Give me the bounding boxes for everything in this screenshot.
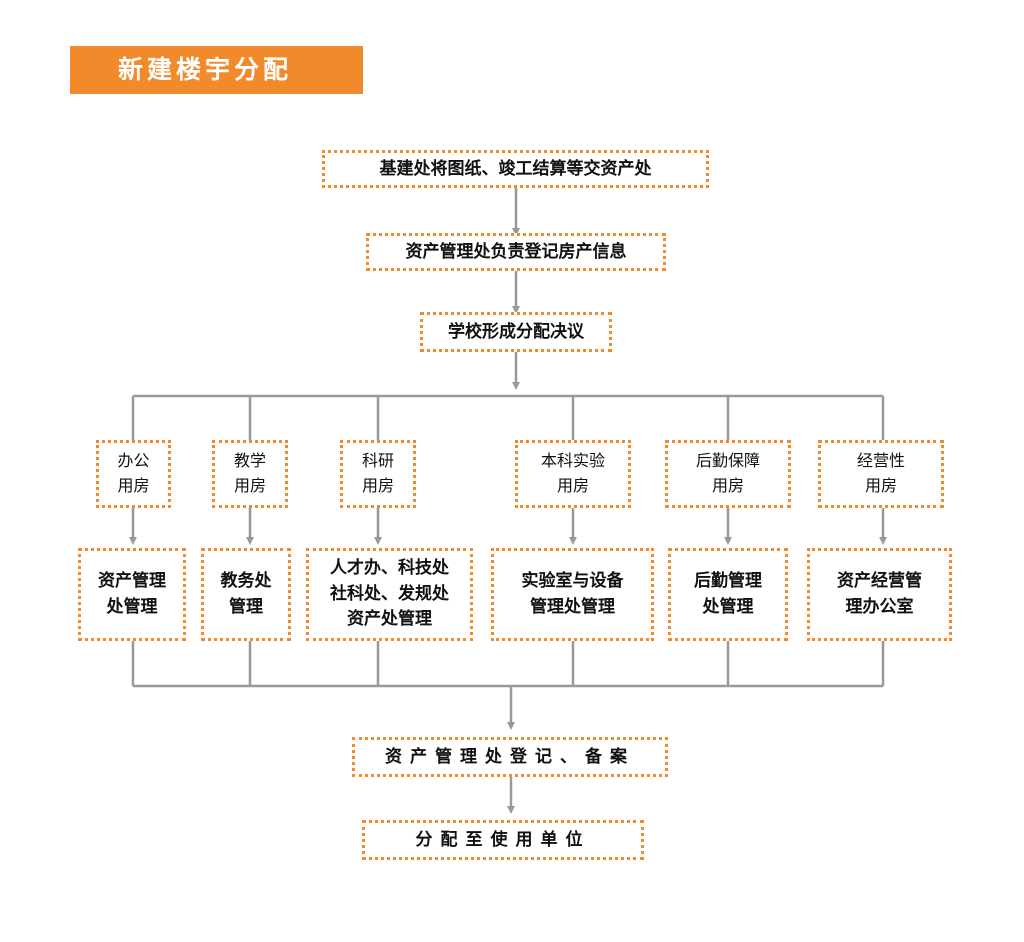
manager-teaching-label: 教务处 管理	[220, 571, 272, 617]
category-research: 科研 用房	[340, 440, 416, 508]
step-handover: 基建处将图纸、竣工结算等交资产处	[322, 150, 709, 188]
step-register-info: 资产管理处负责登记房产信息	[366, 233, 666, 271]
category-commercial: 经营性 用房	[818, 440, 944, 508]
step-decision: 学校形成分配决议	[420, 312, 612, 352]
manager-commercial-label: 资产经营管 理办公室	[837, 571, 922, 617]
category-teaching: 教学 用房	[212, 440, 288, 508]
manager-logistics: 后勤管理 处管理	[668, 548, 788, 641]
category-logistics: 后勤保障 用房	[665, 440, 791, 508]
category-research-label: 科研 用房	[361, 451, 394, 495]
step-allocate: 分配至使用单位	[362, 820, 644, 860]
manager-undergrad-lab: 实验室与设备 管理处管理	[491, 548, 654, 641]
step-record-label: 资产管理处登记、备案	[385, 746, 635, 767]
step-record: 资产管理处登记、备案	[352, 737, 668, 777]
page-title: 新建楼宇分配	[70, 46, 363, 94]
manager-undergrad-lab-label: 实验室与设备 管理处管理	[521, 571, 624, 617]
manager-office: 资产管理 处管理	[78, 548, 186, 641]
category-commercial-label: 经营性 用房	[856, 451, 905, 495]
step-handover-label: 基建处将图纸、竣工结算等交资产处	[379, 158, 652, 179]
manager-office-label: 资产管理 处管理	[98, 571, 166, 617]
manager-commercial: 资产经营管 理办公室	[807, 548, 952, 641]
step-decision-label: 学校形成分配决议	[448, 321, 584, 342]
category-office-label: 办公 用房	[117, 451, 150, 495]
manager-research-label: 人才办、科技处 社科处、发规处 资产处管理	[330, 558, 449, 630]
category-office: 办公 用房	[96, 440, 171, 508]
manager-research: 人才办、科技处 社科处、发规处 资产处管理	[306, 548, 473, 641]
category-undergrad-lab-label: 本科实验 用房	[540, 451, 605, 495]
manager-logistics-label: 后勤管理 处管理	[694, 571, 762, 617]
step-register-info-label: 资产管理处负责登记房产信息	[405, 241, 627, 262]
category-undergrad-lab: 本科实验 用房	[515, 440, 631, 508]
category-logistics-label: 后勤保障 用房	[695, 451, 760, 495]
step-allocate-label: 分配至使用单位	[415, 829, 591, 850]
category-teaching-label: 教学 用房	[233, 451, 266, 495]
manager-teaching: 教务处 管理	[201, 548, 291, 641]
